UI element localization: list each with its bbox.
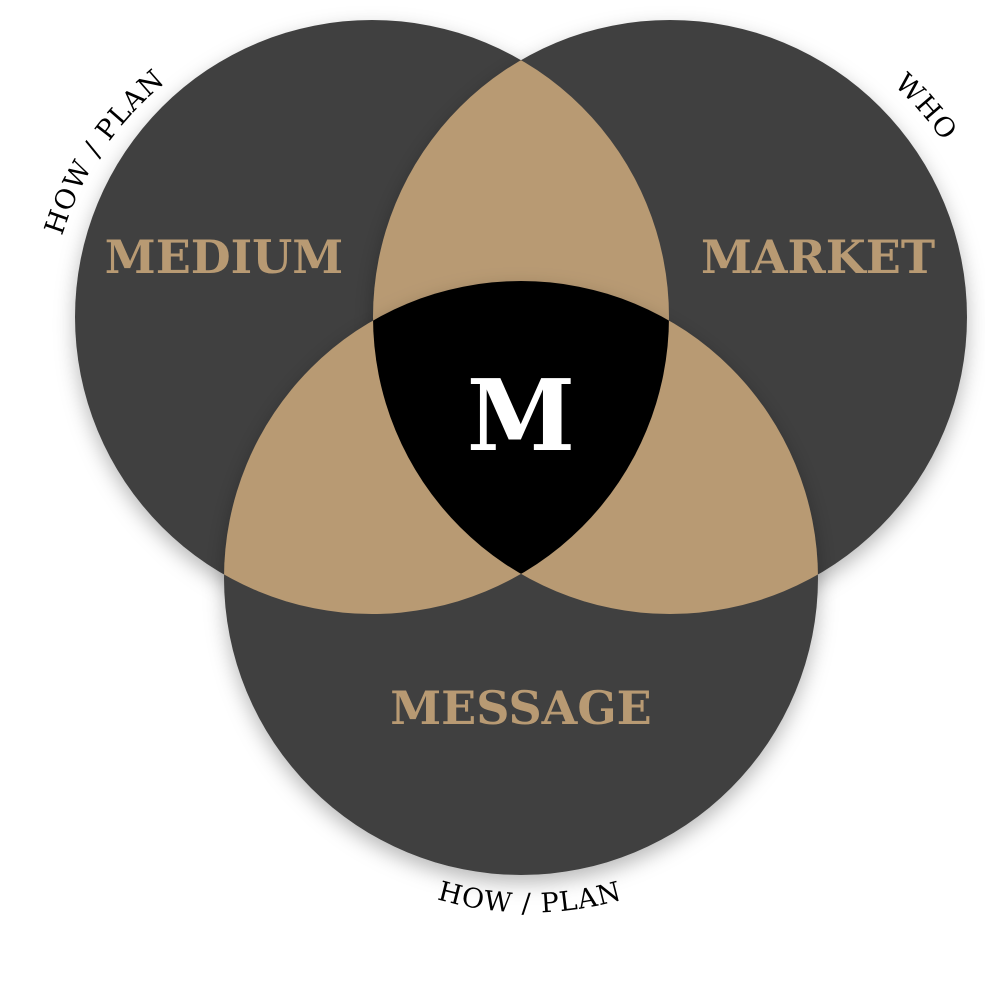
outer-label-message: HOW / PLAN	[435, 876, 625, 920]
label-message: MESSAGE	[390, 681, 651, 735]
center-label: M	[467, 359, 575, 474]
label-market: MARKET	[701, 230, 935, 284]
label-medium: MEDIUM	[105, 230, 343, 284]
